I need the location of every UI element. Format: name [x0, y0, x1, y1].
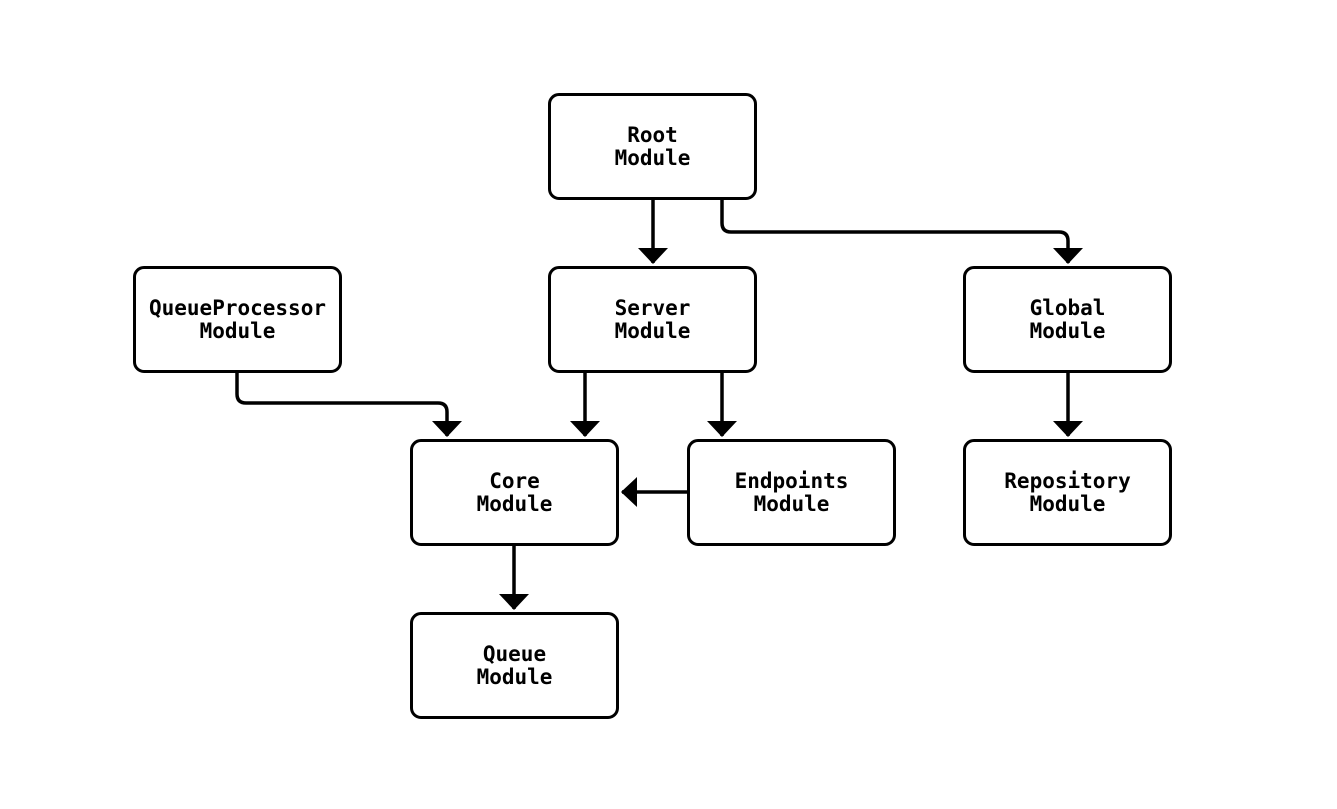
- node-label: Repository Module: [1004, 468, 1131, 516]
- node-label: Root Module: [614, 122, 691, 170]
- node-repository-module: Repository Module: [963, 439, 1172, 546]
- node-label: Core Module: [476, 468, 553, 516]
- node-label: Server Module: [614, 295, 691, 343]
- node-label: Queue Module: [476, 641, 553, 689]
- node-global-module: Global Module: [963, 266, 1172, 373]
- node-server-module: Server Module: [548, 266, 757, 373]
- node-root-module: Root Module: [548, 93, 757, 200]
- node-core-module: Core Module: [410, 439, 619, 546]
- edge-root-to-global: [720, 198, 1083, 264]
- node-label: Global Module: [1029, 295, 1106, 343]
- node-queue-module: Queue Module: [410, 612, 619, 719]
- node-endpoints-module: Endpoints Module: [687, 439, 896, 546]
- node-label: Endpoints Module: [734, 468, 849, 516]
- node-label: QueueProcessor Module: [148, 295, 326, 343]
- node-queueprocessor-module: QueueProcessor Module: [133, 266, 342, 373]
- edge-queueprocessor-to-core: [235, 373, 462, 437]
